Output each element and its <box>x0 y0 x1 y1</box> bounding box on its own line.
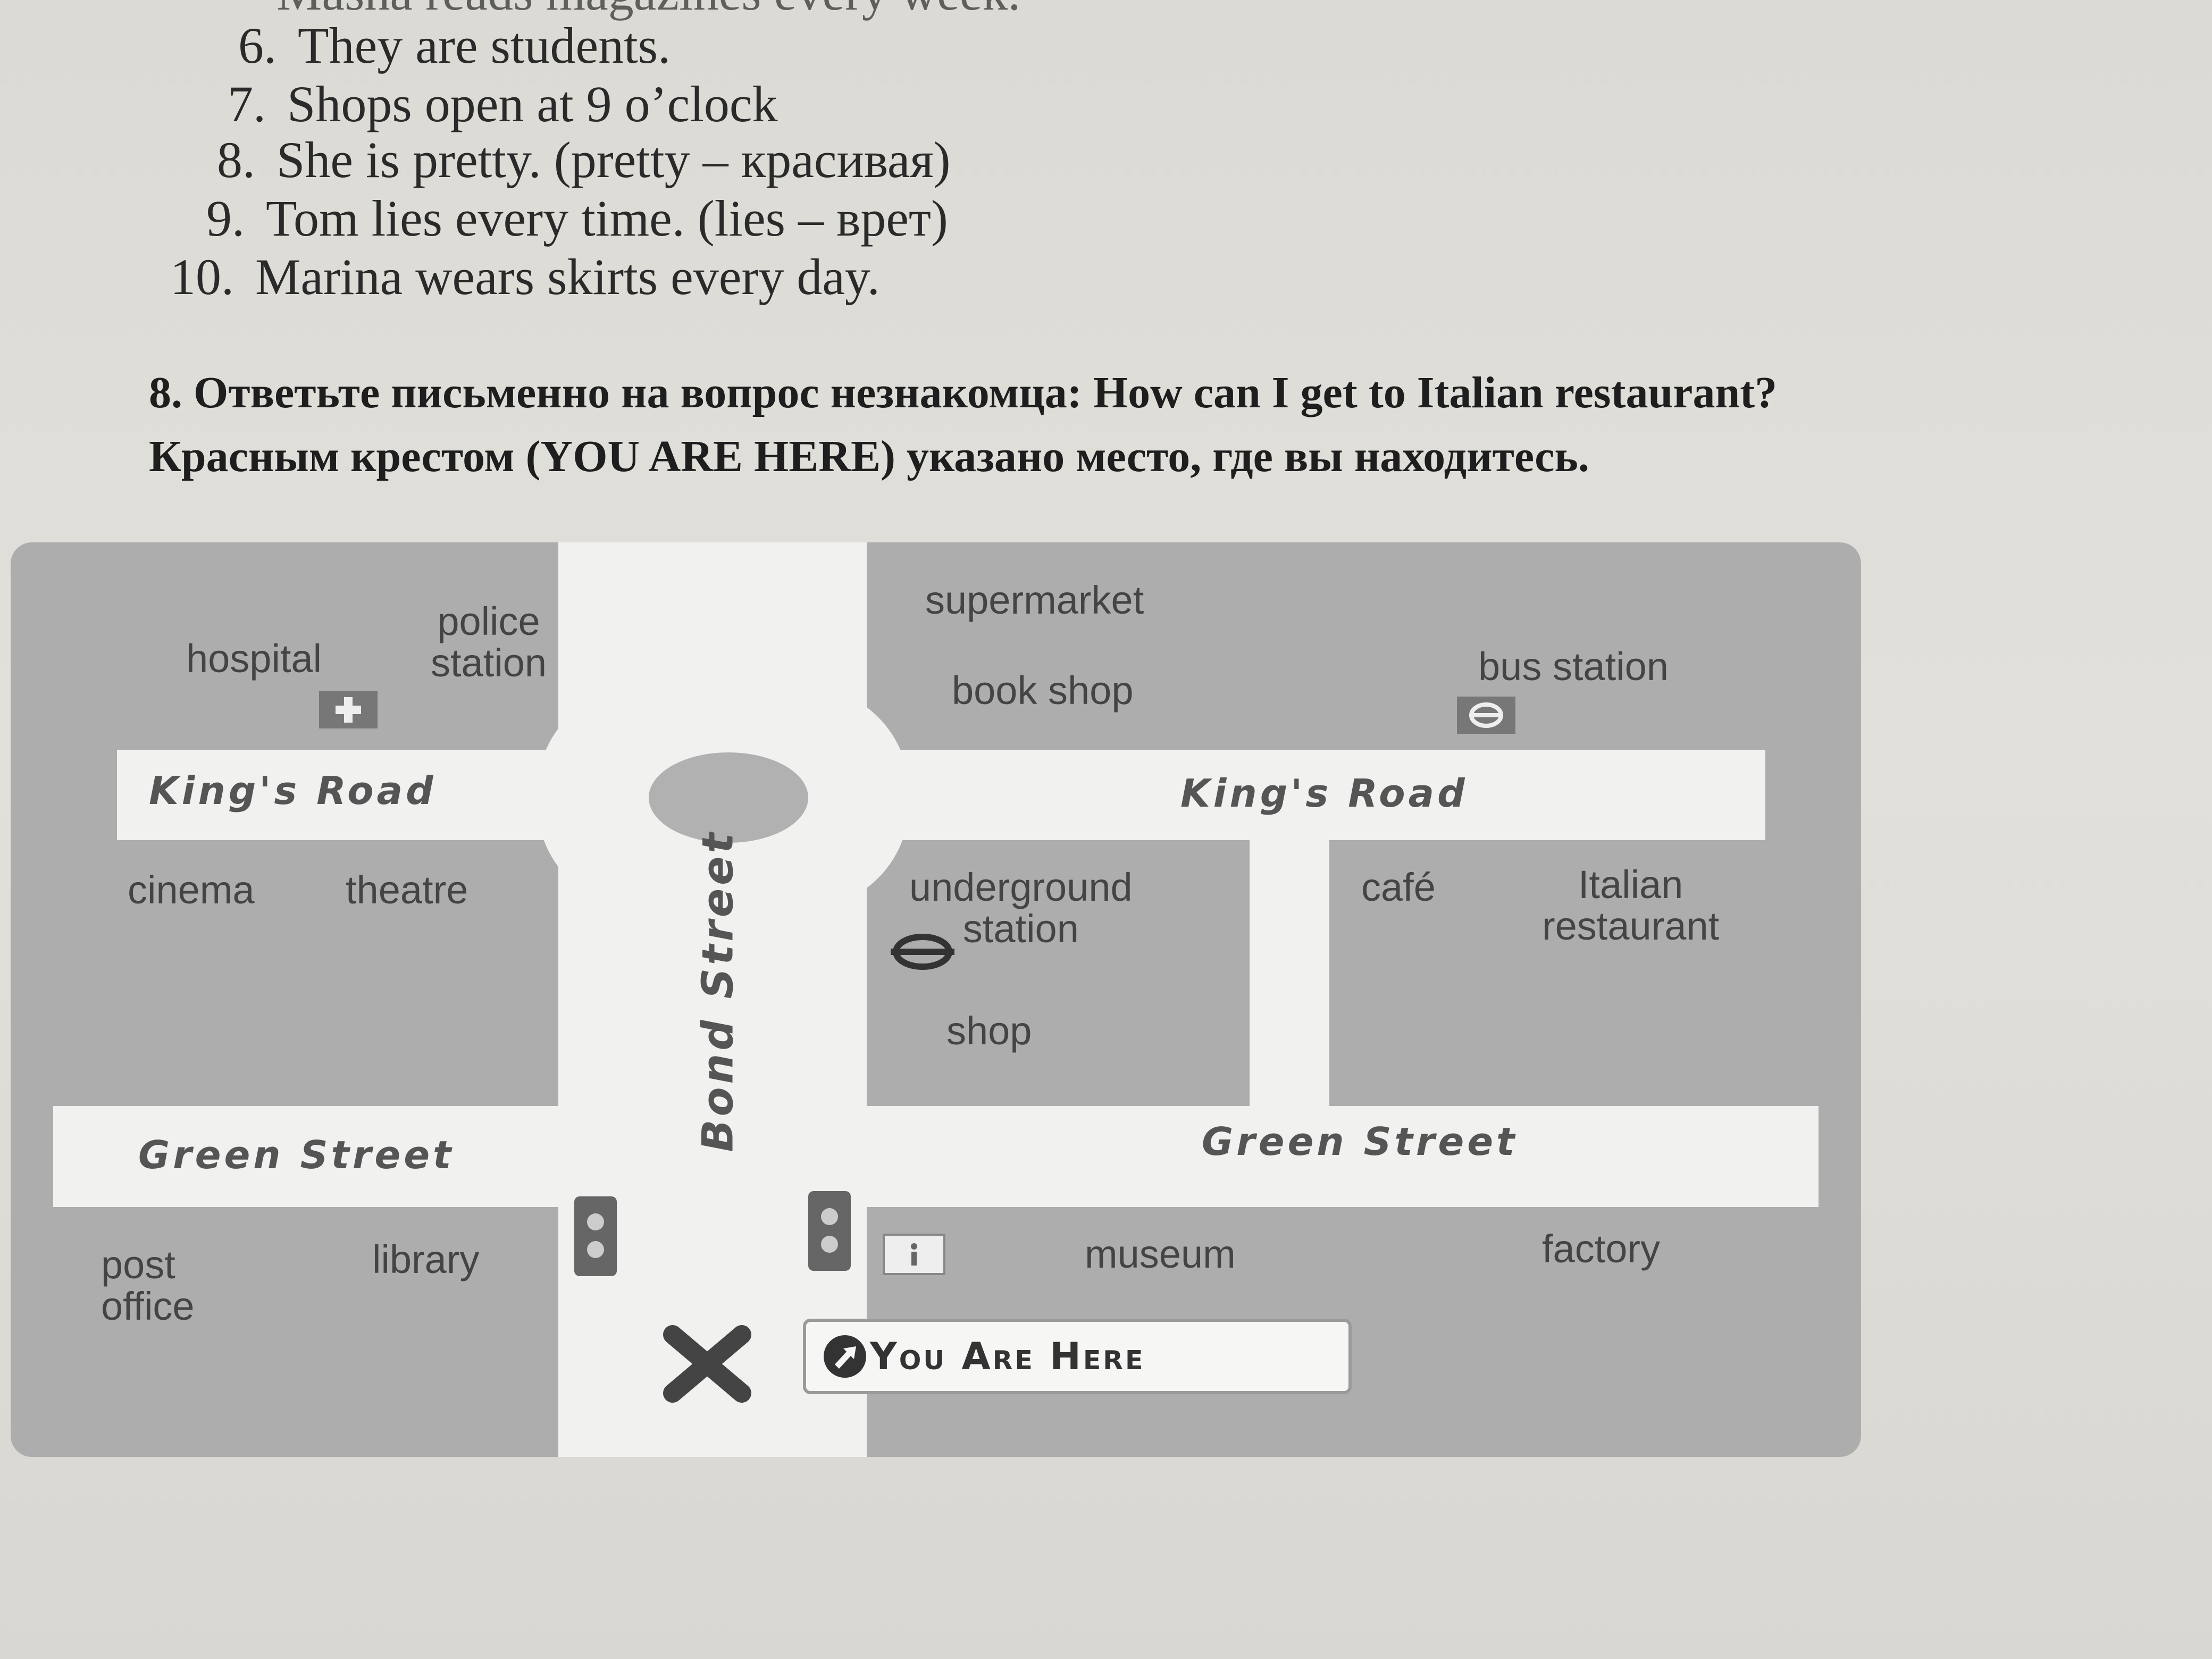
list-item: 8.She is pretty. (pretty – красивая) <box>217 131 951 188</box>
list-item: 10.Marina wears skirts every day. <box>170 248 880 305</box>
police-station-label: police station <box>431 599 547 685</box>
side-road <box>1250 840 1329 1106</box>
bus-station-label: bus station <box>1478 644 1669 689</box>
post-office-label: post office <box>101 1243 195 1328</box>
you-are-here-label: You Are Here <box>870 1335 1145 1378</box>
cinema-label: cinema <box>128 868 255 912</box>
factory-label: factory <box>1542 1227 1661 1271</box>
theatre-label: theatre <box>346 868 468 912</box>
town-map: King's Road King's Road Green Street Gre… <box>11 542 1861 1457</box>
green-street-label-right: Green Street <box>1202 1119 1518 1164</box>
list-item: Masha reads magazines every week. <box>175 0 1020 22</box>
bus-icon <box>1457 697 1515 734</box>
traffic-light-icon <box>808 1191 851 1271</box>
underground-icon <box>883 931 962 973</box>
italian-restaurant-label: Italian restaurant <box>1542 862 1720 948</box>
green-street-label-left: Green Street <box>138 1133 455 1177</box>
task-instruction: Красным крестом (YOU ARE HERE) указано м… <box>149 432 1589 481</box>
list-item: 7.Shops open at 9 o’clock <box>228 76 778 132</box>
kings-road-label-left: King's Road <box>149 768 437 813</box>
kings-road <box>117 750 1765 840</box>
traffic-light-icon <box>574 1196 617 1276</box>
task-question: 8. Ответьте письменно на вопрос незнаком… <box>149 368 1778 417</box>
supermarket-label: supermarket <box>925 578 1144 622</box>
underground-station-label: underground station <box>909 865 1133 951</box>
hospital-label: hospital <box>186 636 322 681</box>
bond-street-label: Bond Street <box>693 830 743 1152</box>
green-street <box>53 1106 1819 1207</box>
you-are-here-marker: You Are Here <box>803 1319 1352 1394</box>
kings-road-label-right: King's Road <box>1180 771 1468 816</box>
book-shop-label: book shop <box>952 668 1134 713</box>
hospital-cross-icon <box>319 691 378 728</box>
arrow-icon <box>822 1334 868 1379</box>
library-label: library <box>372 1237 480 1281</box>
cafe-label: café <box>1361 865 1436 909</box>
info-icon <box>883 1234 945 1275</box>
list-item: 6.They are students. <box>238 17 671 74</box>
shop-label: shop <box>946 1009 1032 1053</box>
roundabout-island <box>649 752 808 843</box>
list-item: 9.Tom lies every time. (lies – врет) <box>206 190 948 247</box>
museum-label: museum <box>1085 1232 1236 1276</box>
you-are-here-cross-icon <box>654 1319 760 1409</box>
